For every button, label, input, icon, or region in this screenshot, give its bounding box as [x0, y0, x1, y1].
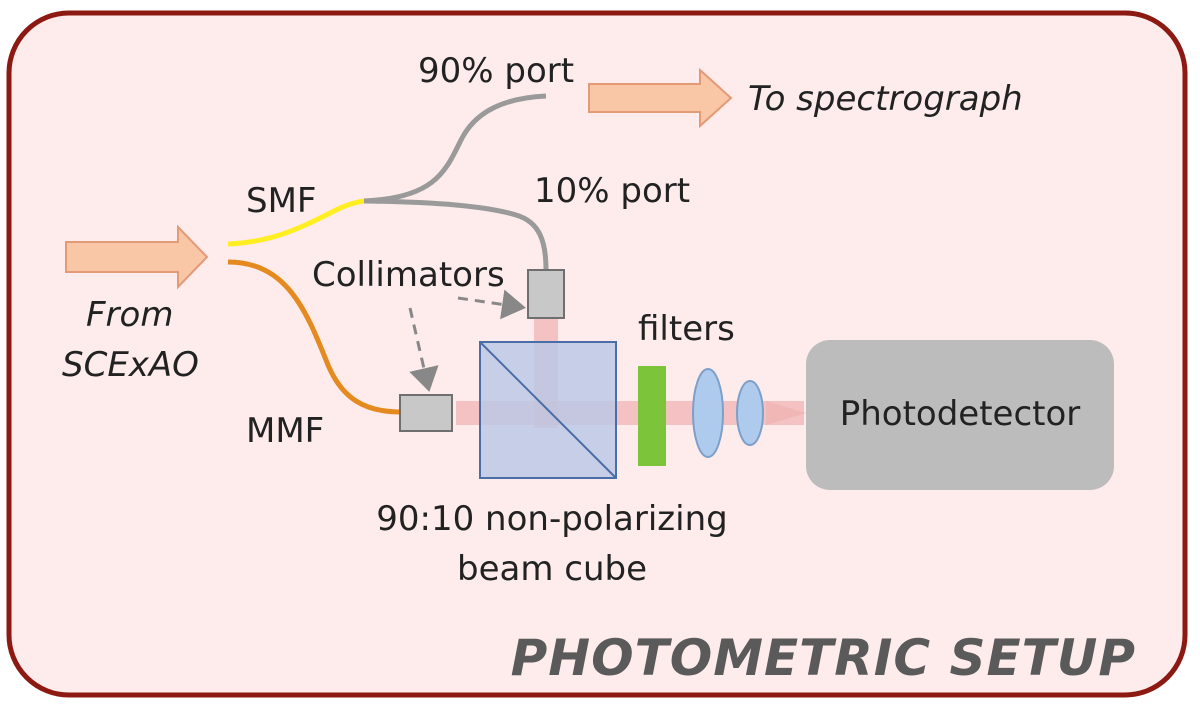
- fiber-90-port: [363, 93, 547, 204]
- focused-beam: [766, 401, 806, 425]
- label-smf: SMF: [246, 181, 316, 221]
- output-arrow: [588, 67, 733, 129]
- label-collimators: Collimators: [312, 255, 505, 295]
- collimator-left: [399, 394, 453, 432]
- label-mmf: MMF: [246, 411, 324, 451]
- collimator-top: [527, 269, 565, 319]
- photodetector-box: [806, 340, 1114, 490]
- label-to-spectrograph: To spectrograph: [748, 79, 1023, 119]
- label-photodetector: Photodetector: [840, 394, 1081, 434]
- label-scexao: SCExAO: [62, 345, 199, 385]
- label-filters: filters: [638, 309, 735, 349]
- smf-fiber: [227, 198, 365, 247]
- label-beam-cube-line1: 90:10 non-polarizing: [376, 499, 727, 539]
- collimator-pointer-left: [408, 307, 439, 392]
- filter-block: [638, 366, 666, 466]
- photometric-setup-diagram: 90% port To spectrograph SMF 10% port Fr…: [6, 10, 1188, 698]
- beam-cube-diagonal: [479, 341, 617, 479]
- collimator-pointer-top: [457, 289, 526, 320]
- lens-2: [736, 380, 764, 446]
- input-arrow: [65, 224, 209, 290]
- diagram-canvas: 90% port To spectrograph SMF 10% port Fr…: [6, 10, 1188, 698]
- lens-1: [692, 368, 724, 458]
- label-10-port: 10% port: [534, 171, 690, 211]
- label-from: From: [86, 295, 173, 335]
- setup-title: PHOTOMETRIC SETUP: [511, 629, 1136, 687]
- mmf-fiber: [227, 259, 402, 415]
- label-beam-cube-line2: beam cube: [457, 549, 647, 589]
- label-90-port: 90% port: [418, 51, 574, 91]
- fiber-10-port: [363, 198, 549, 271]
